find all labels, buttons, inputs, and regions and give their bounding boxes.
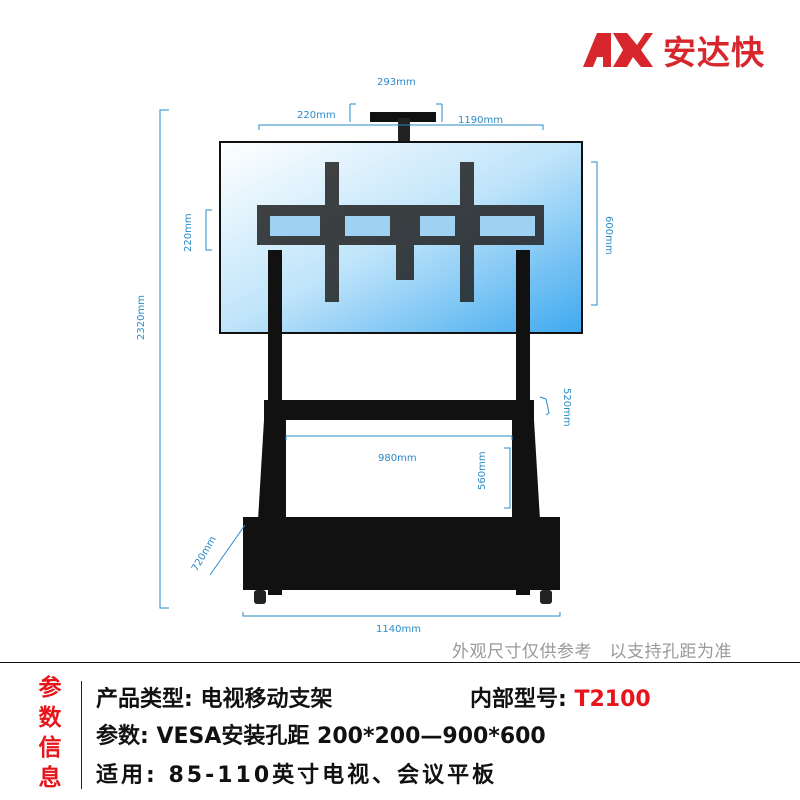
dim-col-gap: 220mm [297, 110, 336, 121]
params-row: 参数: VESA安装孔距 200*200—900*600 [96, 724, 546, 749]
section-title: 参 数 信 息 [35, 673, 65, 793]
dim-base-width: 1140mm [376, 624, 421, 635]
dim-screen-h: 600mm [603, 216, 614, 255]
vertical-divider [81, 681, 82, 789]
dim-width: 1190mm [458, 115, 503, 126]
section-title-char: 信 [38, 735, 62, 761]
disclaimer-note: 外观尺寸仅供参考 以支持孔距为准 [452, 642, 732, 662]
section-title-char: 参 [38, 675, 62, 701]
usage-row: 适用: 85-110英寸电视、会议平板 [96, 763, 498, 788]
stand-diagram [159, 103, 598, 617]
dim-vesa-h: 220mm [183, 213, 194, 252]
dim-total-h: 2320mm [136, 295, 147, 340]
dim-shelf-gap: 560mm [477, 451, 488, 490]
dim-top-plate: 293mm [377, 77, 416, 88]
model-label: 内部型号: [470, 687, 575, 712]
brand-name: 安达快 [663, 33, 765, 72]
dim-shelf-width: 980mm [378, 453, 417, 464]
brand-logo: 安达快 [583, 30, 765, 72]
section-title-char: 数 [38, 705, 62, 731]
dim-shelf-depth: 520mm [561, 388, 572, 427]
adx-logo-icon [583, 33, 653, 67]
model-number: T2100 [574, 687, 651, 712]
product-type: 产品类型: 电视移动支架 [96, 687, 333, 712]
divider [0, 662, 800, 663]
section-title-char: 息 [38, 765, 62, 791]
model-row: 内部型号: T2100 [470, 681, 651, 713]
